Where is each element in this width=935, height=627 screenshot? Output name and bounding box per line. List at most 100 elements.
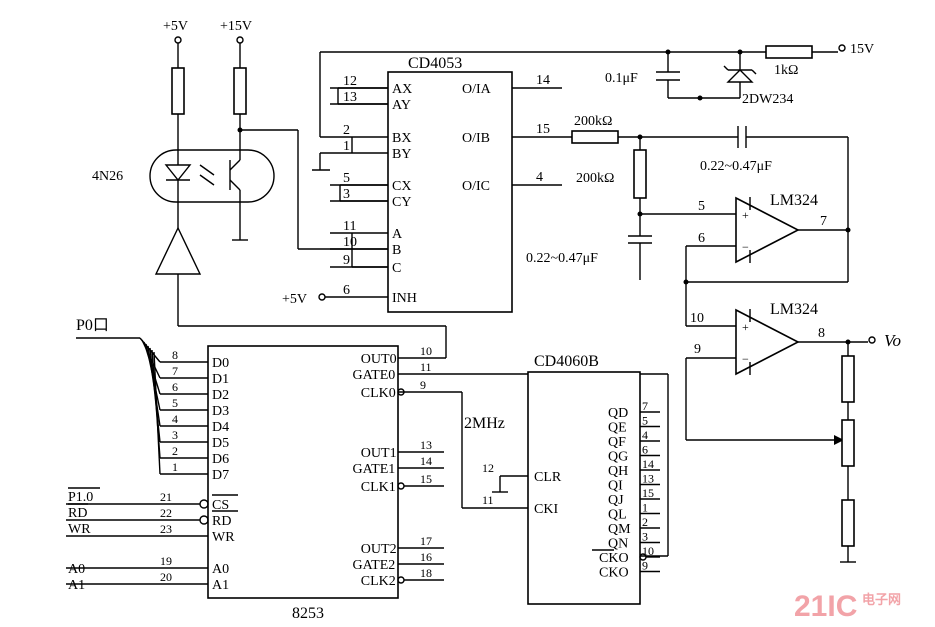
i8253-ctrl-signal: WR — [68, 522, 91, 537]
i8253-pin-label: CLK2 — [361, 574, 396, 589]
i8253-pin-label: GATE2 — [353, 558, 396, 573]
cd4053-pin-label: AY — [392, 98, 411, 113]
zener-diode-icon — [726, 69, 754, 83]
cd4053-pin-num: 12 — [343, 74, 357, 89]
i8253-pin-num: 17 — [420, 534, 432, 548]
cd4060-pin-num: 1 — [642, 501, 648, 515]
supply-15v-input-label: 15V — [850, 42, 874, 57]
cd4053-pin-label: O/IC — [462, 179, 490, 194]
potentiometer — [841, 419, 855, 467]
cd4060-pin-num: 4 — [642, 428, 648, 442]
cap-0-1uf-label: 0.1μF — [605, 71, 638, 86]
cd4060-pin-label: CKI — [534, 502, 558, 517]
opamp1-pin6: 6 — [698, 231, 705, 246]
i8253-data-pin-label: D5 — [212, 436, 229, 451]
svg-text:+: + — [742, 320, 749, 334]
i8253-data-pin-num: 5 — [172, 396, 178, 410]
cd4053-pin-label: CX — [392, 179, 411, 194]
cd4053-chip: CD4053 12AX13AY2BX1BY5CX3CY11A10B9C6INH … — [282, 51, 668, 313]
supply-15v-label: +15V — [220, 19, 252, 34]
p0-port-label: P0口 — [76, 317, 109, 334]
cd4060-pin-label: QE — [608, 421, 627, 436]
watermark-logo: 21IC 电子网 — [794, 590, 901, 623]
light-arrow-icon — [199, 164, 215, 176]
cd4053-pin-num: 3 — [343, 187, 350, 202]
cd4053-name: CD4053 — [408, 55, 462, 72]
i8253-addr-pin-num: 19 — [160, 554, 172, 568]
cd4053-pin-num: 10 — [343, 235, 357, 250]
opamp1-name: LM324 — [770, 192, 818, 209]
i8253-data-pin-label: D6 — [212, 452, 229, 467]
svg-text:−: − — [742, 240, 749, 254]
opto-name: 4N26 — [92, 169, 123, 184]
cd4053-pin-num: 1 — [343, 139, 350, 154]
cd4053-pin-label: CY — [392, 195, 411, 210]
cd4060-pin-num: 12 — [482, 461, 494, 475]
resistor-opto-led — [171, 67, 185, 115]
cd4053-pin-num: 2 — [343, 123, 350, 138]
opamp2-name: LM324 — [770, 301, 818, 318]
cd4053-pin-label: C — [392, 261, 401, 276]
cd4053-body — [387, 71, 513, 313]
opamp-section: 200kΩ 200kΩ 0.22~0.47μF 0.22~0.47μF + − … — [512, 114, 901, 563]
cd4053-pin-label: BX — [392, 131, 411, 146]
cd4060-pin-label: QJ — [608, 493, 624, 508]
i8253-pin-label: OUT2 — [361, 542, 397, 557]
cd4053-pin-num: 6 — [343, 283, 350, 298]
resistor-1k-label: 1kΩ — [774, 63, 798, 78]
cd4053-pin-label: B — [392, 243, 401, 258]
cd4060-pin-num: 5 — [642, 414, 648, 428]
cd4060-pin-num: 3 — [642, 530, 648, 544]
buffer-gate-icon — [154, 226, 202, 275]
cd4053-pin-label: A — [392, 227, 403, 242]
i8253-pin-label: OUT0 — [361, 352, 397, 367]
svg-text:+: + — [742, 208, 749, 222]
i8253-ctrl-pin-num: 22 — [160, 506, 172, 520]
i8253-pin-num: 9 — [420, 378, 426, 392]
inh-supply-label: +5V — [282, 292, 307, 307]
led-icon — [164, 164, 192, 182]
opamp1-pin7: 7 — [820, 214, 827, 229]
i8253-pin-num: 15 — [420, 472, 432, 486]
cd4053-pin-label: O/IB — [462, 131, 490, 146]
cd4060-pin-label: CLR — [534, 470, 562, 485]
cap-cf1-label: 0.22~0.47μF — [700, 159, 772, 174]
cd4060-pin-num: 9 — [642, 559, 648, 573]
supply-5v-terminal — [174, 36, 182, 44]
i8253-data-pin-label: D3 — [212, 404, 229, 419]
i8253-body — [207, 345, 399, 599]
i8253-ctrl-pin-num: 21 — [160, 490, 172, 504]
cd4060-pin-num: 6 — [642, 443, 648, 457]
i8253-pin-num: 10 — [420, 344, 432, 358]
cd4060-pin-label: QG — [608, 450, 628, 465]
output-terminal — [868, 336, 876, 344]
i8253-pin-label: GATE1 — [353, 462, 396, 477]
i8253-pin-label: CLK0 — [361, 386, 396, 401]
i8253-addr-signal: A0 — [68, 562, 85, 577]
cap-cf2-label: 0.22~0.47μF — [526, 251, 598, 266]
i8253-data-pin-num: 8 — [172, 348, 178, 362]
supply-15v-terminal — [236, 36, 244, 44]
output-label: Vo — [884, 331, 901, 350]
power-filter: 0.1μF 2DW234 1kΩ 15V — [605, 42, 874, 107]
cd4060-name: CD4060B — [534, 353, 599, 370]
i8253-data-pin-label: D0 — [212, 356, 229, 371]
cd4060-pin-label: QN — [608, 537, 628, 552]
cd4053-pin-num: 9 — [343, 253, 350, 268]
i8253-addr-pin-num: 20 — [160, 570, 172, 584]
cd4060-pin-num: 14 — [642, 457, 654, 471]
i8253-pin-label: OUT1 — [361, 446, 397, 461]
opto-section: +5V +15V 4N26 — [92, 19, 447, 359]
resistor-opto-collector — [233, 67, 247, 115]
resistor-divider-bottom — [841, 499, 855, 547]
cd4053-pin-num: 11 — [343, 219, 356, 234]
opamp1-pin5: 5 — [698, 199, 705, 214]
resistor-1k — [765, 45, 813, 59]
cd4060-pin-label: CKO — [599, 551, 629, 566]
i8253-pin-label: GATE0 — [353, 368, 396, 383]
i8253-data-pin-num: 1 — [172, 460, 178, 474]
i8253-addr-pin-label: A1 — [212, 578, 229, 593]
